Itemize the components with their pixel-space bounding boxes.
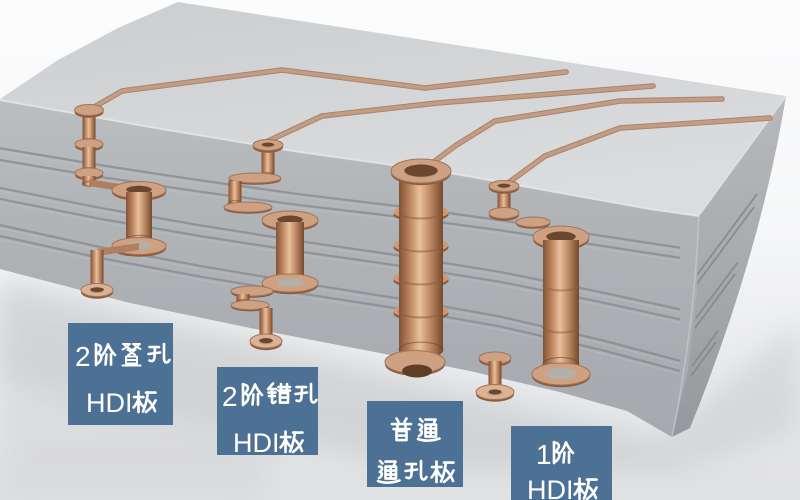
svg-text:HDI: HDI [86,388,133,418]
svg-text:2: 2 [222,381,238,412]
svg-text:2: 2 [75,341,91,372]
svg-text:HDI: HDI [527,475,574,500]
svg-text:HDI: HDI [233,428,280,458]
svg-text:1: 1 [536,439,552,470]
